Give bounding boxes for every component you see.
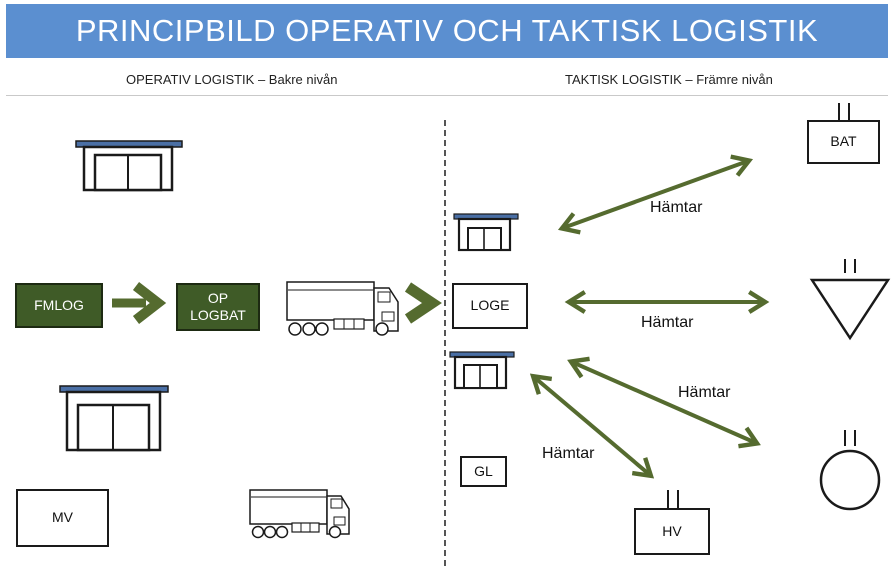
warehouse-icon [75, 140, 183, 192]
fetch-arrow-hv [529, 373, 655, 479]
fmlog-label: FMLOG [34, 296, 84, 313]
section-label-tactical: TAKTISK LOGISTIK – Främre nivån [565, 72, 773, 87]
level-divider [444, 120, 446, 566]
circle-unit-icon [819, 430, 881, 511]
truck-icon [286, 281, 399, 336]
fetch-label-circle: Hämtar [678, 384, 731, 401]
op-logbat-label-line2: LOGBAT [190, 307, 246, 323]
page-title: PRINCIPBILD OPERATIV OCH TAKTISK LOGISTI… [75, 13, 819, 48]
fetch-arrow-bat [557, 154, 754, 235]
loge-label: LOGE [470, 297, 510, 314]
hv-box: HV [634, 508, 710, 555]
title-banner: PRINCIPBILD OPERATIV OCH TAKTISK LOGISTI… [6, 4, 888, 58]
header-rule [6, 95, 888, 96]
fetch-label-bat: Hämtar [650, 199, 703, 216]
unit-symbol-icon [667, 490, 679, 508]
hv-label: HV [662, 522, 682, 539]
op-logbat-label-line1: OP [207, 289, 229, 306]
mv-label: MV [52, 509, 73, 526]
warehouse-icon [59, 385, 169, 452]
flow-arrow-truck-loge [404, 282, 442, 324]
fetch-label-triangle: Hämtar [641, 314, 694, 331]
bat-box: BAT [807, 120, 880, 164]
gl-box: GL [460, 456, 507, 487]
truck-icon [249, 489, 350, 539]
section-label-operative: OPERATIV LOGISTIK – Bakre nivån [126, 72, 338, 87]
flow-arrow-fmlog-oplogbat [112, 282, 167, 324]
mv-box: MV [16, 489, 109, 547]
fetch-label-hv: Hämtar [542, 445, 595, 462]
op-logbat-box: OP LOGBAT [176, 283, 260, 331]
warehouse-icon [453, 213, 519, 252]
gl-label: GL [474, 462, 493, 479]
bat-label: BAT [830, 133, 857, 150]
warehouse-icon [449, 351, 515, 390]
loge-box: LOGE [452, 283, 528, 329]
fmlog-box: FMLOG [15, 283, 103, 328]
triangle-unit-icon [809, 259, 891, 341]
unit-symbol-icon [838, 103, 850, 120]
